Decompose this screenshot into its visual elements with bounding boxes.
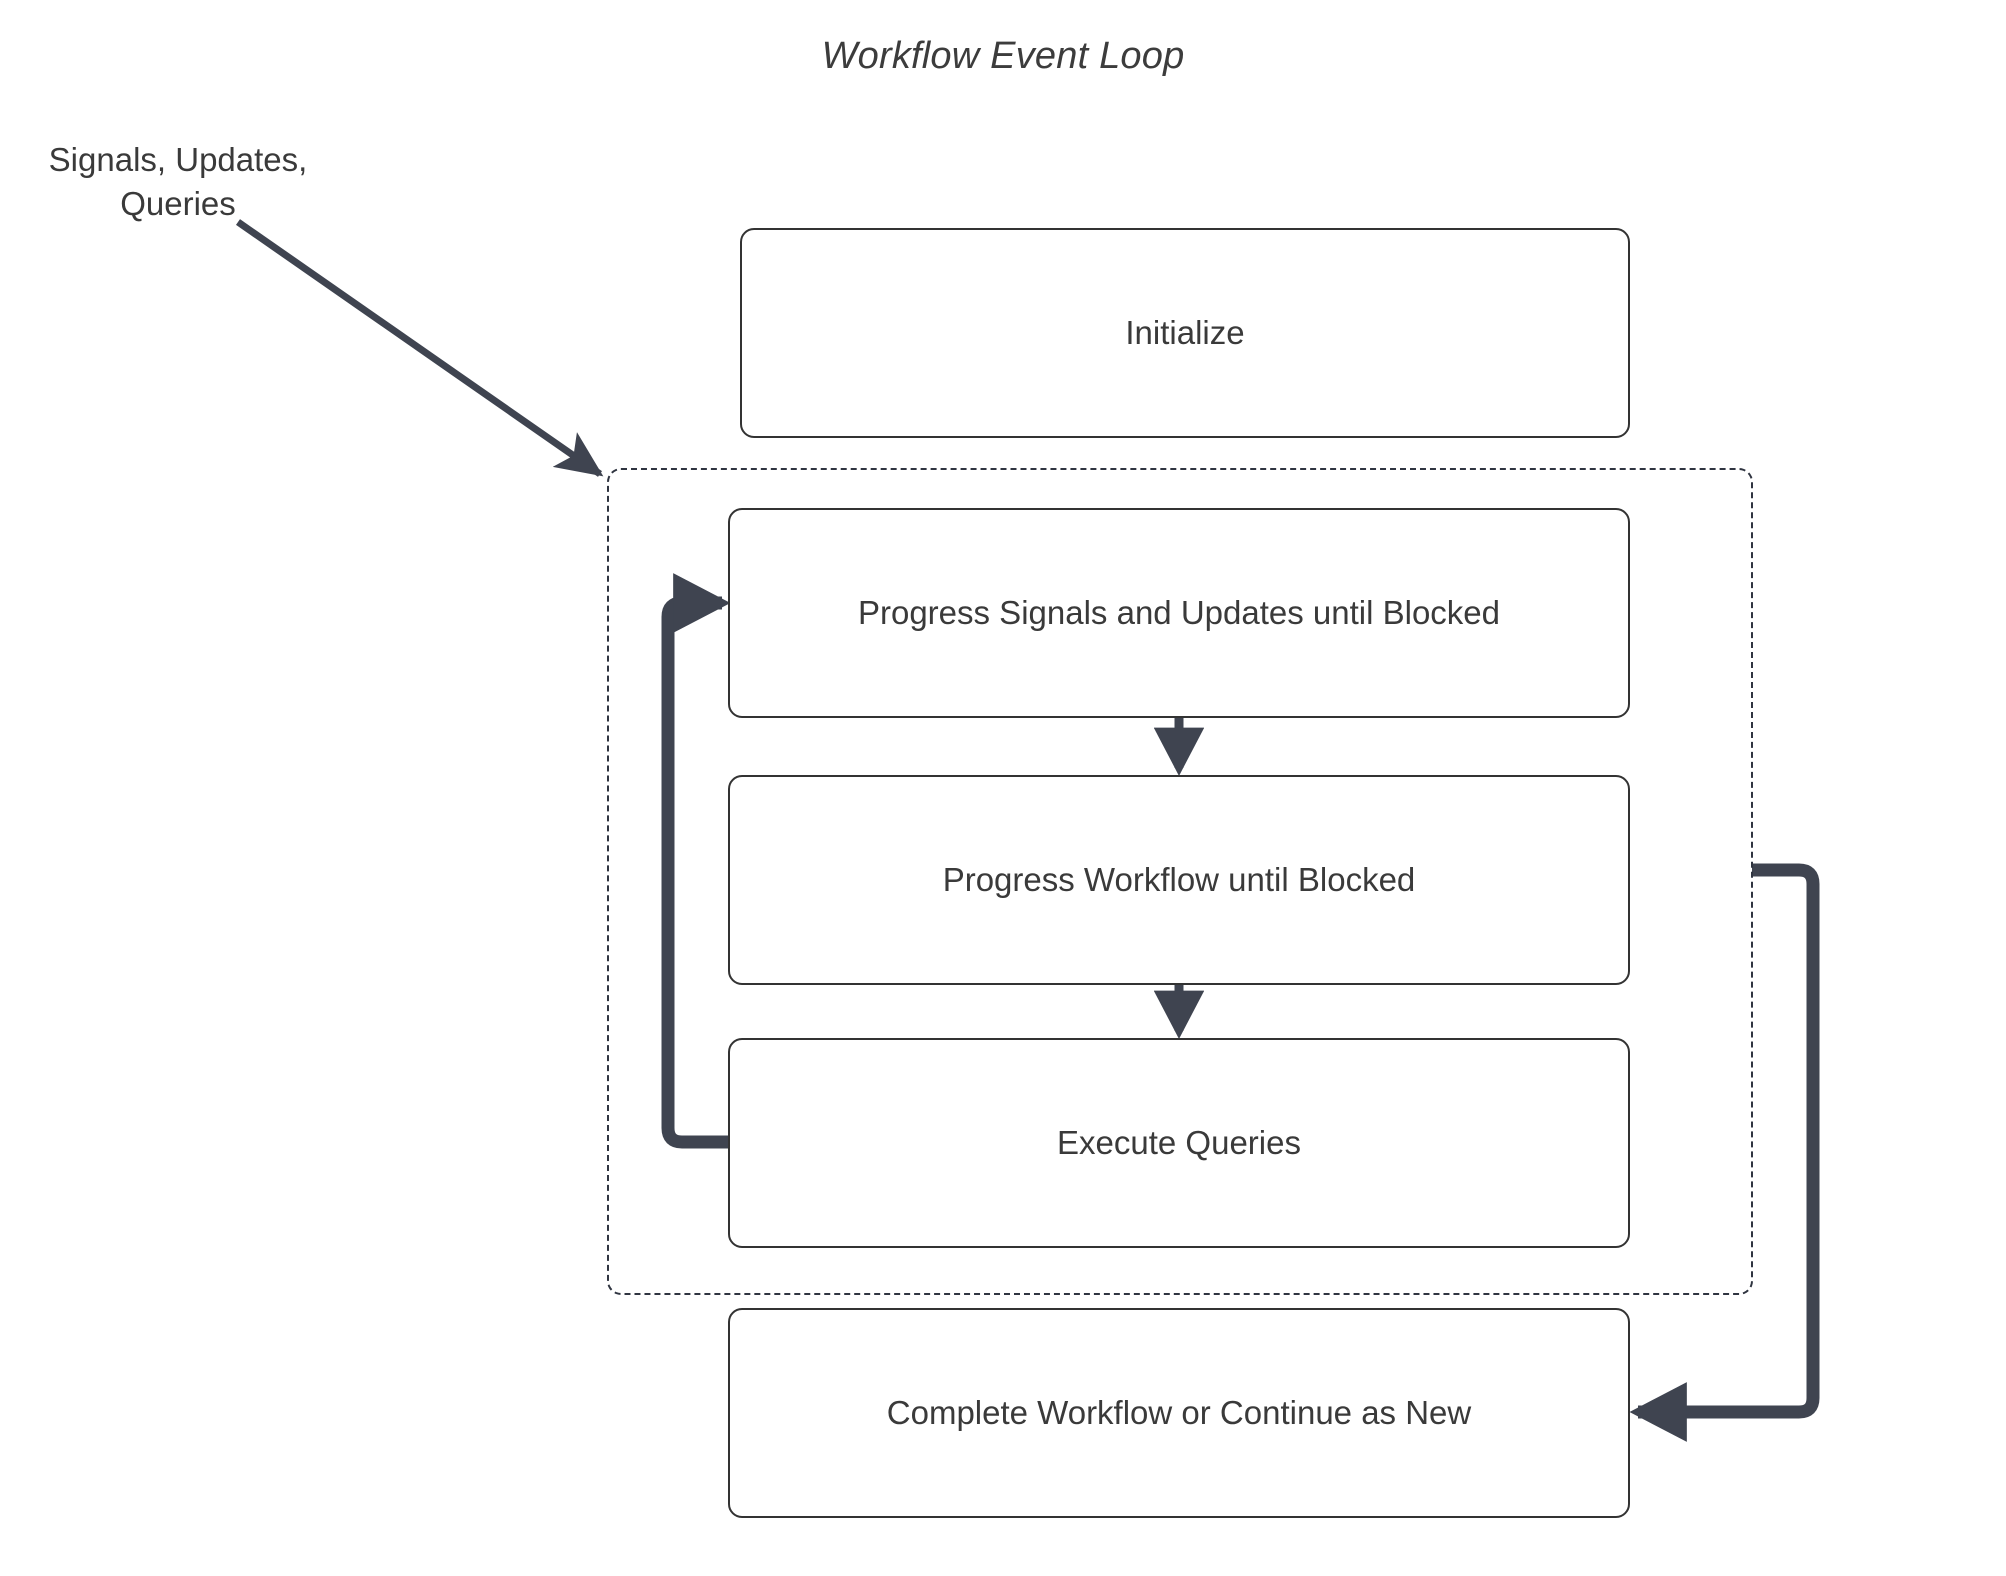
node-initialize-label: Initialize — [1125, 314, 1245, 351]
node-progress-signals-and-updates-label: Progress Signals and Updates until Block… — [857, 594, 1501, 631]
node-initialize[interactable]: Initialize — [740, 228, 1630, 438]
node-progress-signals-and-updates[interactable]: Progress Signals and Updates until Block… — [728, 508, 1630, 718]
node-progress-workflow-label: Progress Workflow until Blocked — [942, 861, 1416, 898]
page-title: Workflow Event Loop — [821, 35, 1185, 77]
node-complete-workflow-label: Complete Workflow or Continue as New — [886, 1394, 1472, 1431]
node-progress-workflow[interactable]: Progress Workflow until Blocked — [728, 775, 1630, 985]
node-execute-queries[interactable]: Execute Queries — [728, 1038, 1630, 1248]
external-input-label: Signals, Updates, Queries — [48, 141, 308, 222]
event-loop-container — [607, 468, 1753, 1295]
node-complete-workflow[interactable]: Complete Workflow or Continue as New — [728, 1308, 1630, 1518]
edge-external-input-to-loop — [236, 219, 604, 477]
node-execute-queries-label: Execute Queries — [1057, 1124, 1301, 1161]
